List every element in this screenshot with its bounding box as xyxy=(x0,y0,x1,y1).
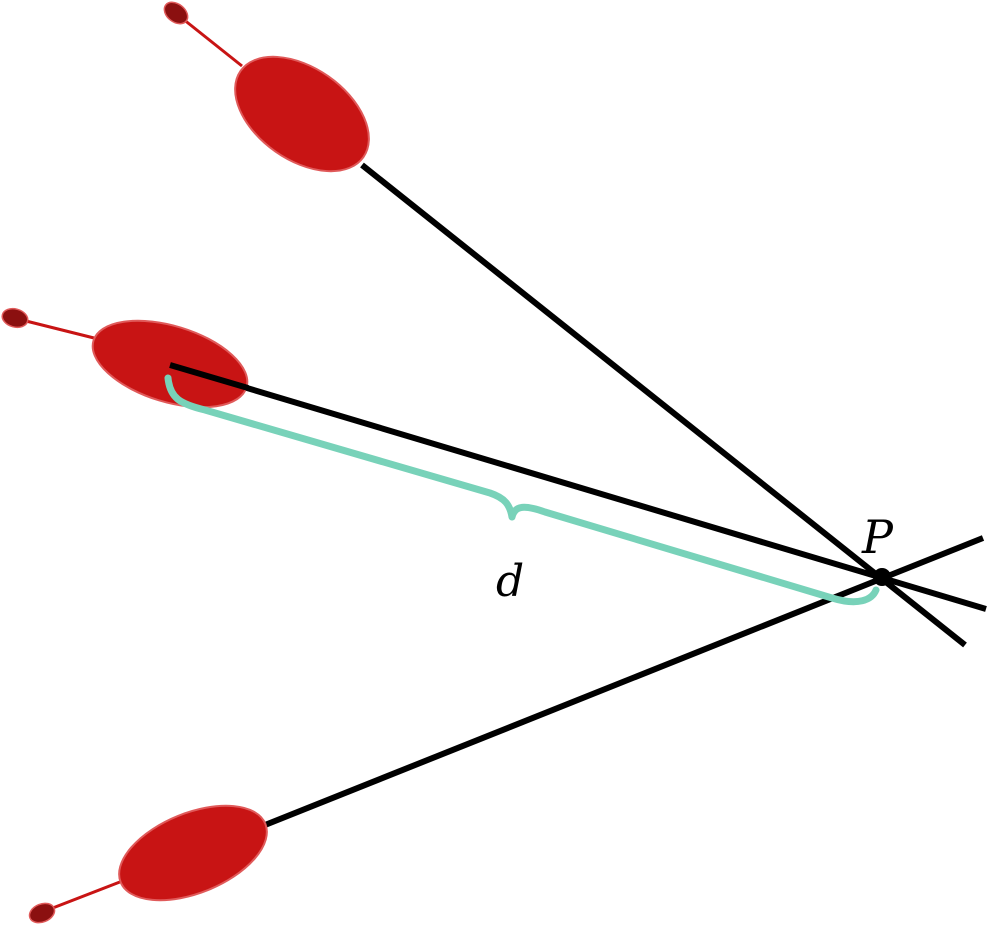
emitter-top-tail xyxy=(177,13,243,68)
emitter-top-tip xyxy=(163,1,189,25)
rays xyxy=(169,162,987,828)
emitter-top xyxy=(163,1,370,173)
emitter-middle-body xyxy=(91,319,249,409)
ray-middle-overlay xyxy=(169,362,249,391)
point-p-marker xyxy=(873,568,891,586)
distance-brace xyxy=(164,374,880,606)
emitter-bottom-tip xyxy=(28,902,56,924)
ray-top xyxy=(360,162,967,648)
distance-label: d xyxy=(496,556,524,607)
ray-bottom xyxy=(263,535,985,828)
emitter-middle-tail xyxy=(17,317,99,341)
emitter-bottom xyxy=(28,804,268,924)
emitter-middle-tip xyxy=(1,307,29,329)
emitter-bottom-body xyxy=(118,804,268,902)
emitter-middle xyxy=(1,307,249,409)
emitter-bottom-tail xyxy=(44,878,126,913)
emitter-top-body xyxy=(234,55,370,173)
point-p-label: P xyxy=(861,510,894,564)
ray-middle xyxy=(169,362,987,612)
